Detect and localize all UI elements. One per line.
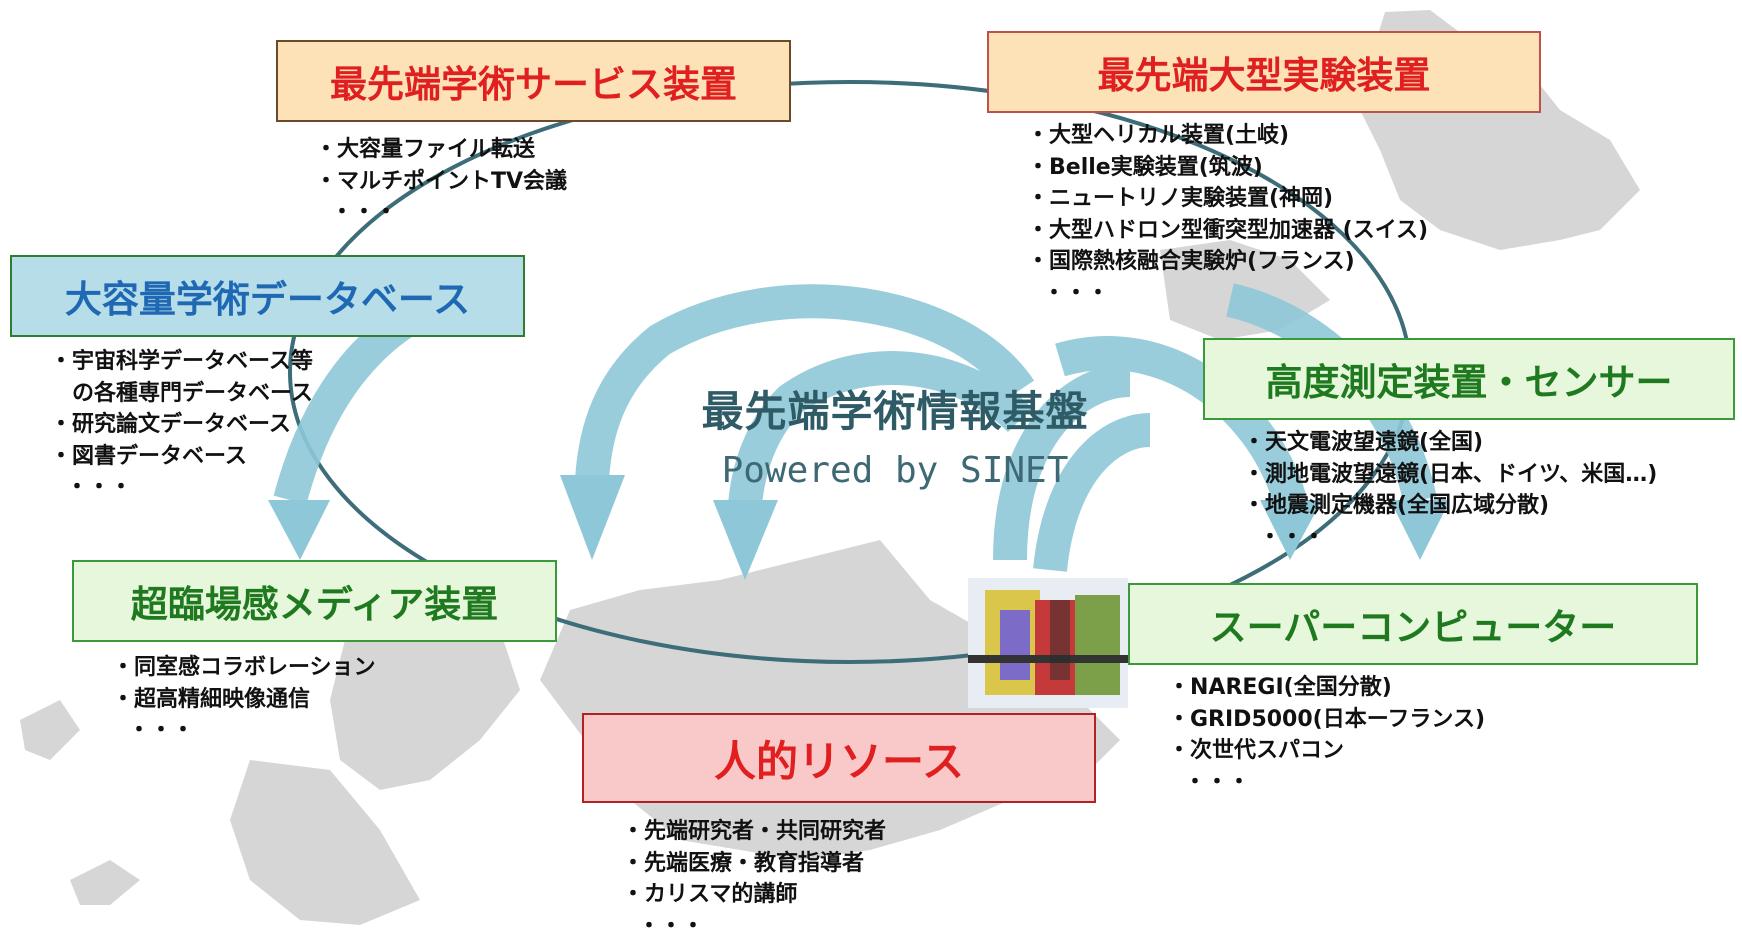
node-human-list: ・先端研究者・共同研究者 ・先端医療・教育指導者 ・カリスマ的講師 ・・・ xyxy=(622,816,886,942)
list-item: ・超高精細映像通信 xyxy=(112,684,376,716)
list-item: ・先端研究者・共同研究者 xyxy=(622,816,886,848)
detector-image xyxy=(968,578,1128,708)
node-service-list: ・大容量ファイル転送 ・マルチポイントTV会議 ・・・ xyxy=(315,134,567,229)
node-media-list: ・同室感コラボレーション ・超高精細映像通信 ・・・ xyxy=(112,652,376,747)
list-item: ・GRID5000(日本ーフランス) xyxy=(1168,704,1485,736)
list-item: ・天文電波望遠鏡(全国) xyxy=(1243,427,1657,459)
list-item: ・・・ xyxy=(1243,522,1657,554)
node-database-box: 大容量学術データベース xyxy=(10,255,525,337)
node-human-label: 人的リソース xyxy=(714,728,964,789)
node-supercomputer-label: スーパーコンピューター xyxy=(1210,597,1617,651)
node-service-label: 最先端学術サービス装置 xyxy=(330,54,737,108)
list-item: ・次世代スパコン xyxy=(1168,735,1485,767)
node-supercomputer-box: スーパーコンピューター xyxy=(1128,583,1698,665)
node-supercomputer-list: ・NAREGI(全国分散) ・GRID5000(日本ーフランス) ・次世代スパコ… xyxy=(1168,672,1485,798)
node-sensor-list: ・天文電波望遠鏡(全国) ・測地電波望遠鏡(日本、ドイツ、米国…) ・地震測定機… xyxy=(1243,427,1657,553)
list-item: ・・・ xyxy=(1027,278,1428,310)
list-item: ・大型ハドロン型衝突型加速器 (スイス) xyxy=(1027,215,1428,247)
list-item: ・同室感コラボレーション xyxy=(112,652,376,684)
node-experiment-label: 最先端大型実験装置 xyxy=(1098,45,1431,99)
list-item: ・ニュートリノ実験装置(神岡) xyxy=(1027,183,1428,215)
node-media-box: 超臨場感メディア装置 xyxy=(72,560,557,642)
list-item: ・大容量ファイル転送 xyxy=(315,134,567,166)
list-item: ・・・ xyxy=(50,472,313,504)
list-item: ・カリスマ的講師 xyxy=(622,879,886,911)
center-title: 最先端学術情報基盤 xyxy=(640,378,1150,439)
list-item: ・マルチポイントTV会議 xyxy=(315,166,567,198)
list-item: ・Belle実験装置(筑波) xyxy=(1027,152,1428,184)
map-island-northwest xyxy=(20,700,80,760)
list-item: ・・・ xyxy=(112,715,376,747)
map-island-west xyxy=(70,860,140,905)
list-item: ・大型ヘリカル装置(土岐) xyxy=(1027,120,1428,152)
list-item: ・・・ xyxy=(622,911,886,942)
list-item: ・国際熱核融合実験炉(フランス) xyxy=(1027,246,1428,278)
node-human-box: 人的リソース xyxy=(582,713,1096,803)
list-item: ・測地電波望遠鏡(日本、ドイツ、米国…) xyxy=(1243,459,1657,491)
node-sensor-box: 高度測定装置・センサー xyxy=(1203,338,1735,420)
center-subtitle: Powered by SINET xyxy=(640,450,1150,491)
node-media-label: 超臨場感メディア装置 xyxy=(131,574,498,628)
list-item: の各種専門データベース xyxy=(50,378,313,410)
node-database-label: 大容量学術データベース xyxy=(65,269,470,323)
list-item: ・研究論文データベース xyxy=(50,409,313,441)
node-sensor-label: 高度測定装置・センサー xyxy=(1266,352,1673,406)
list-item: ・先端医療・教育指導者 xyxy=(622,848,886,880)
arrowhead-media xyxy=(268,500,330,560)
list-item: ・宇宙科学データベース等 xyxy=(50,346,313,378)
node-experiment-box: 最先端大型実験装置 xyxy=(987,31,1541,113)
list-item: ・・・ xyxy=(315,197,567,229)
arrowhead-center-left xyxy=(560,475,625,560)
list-item: ・・・ xyxy=(1168,767,1485,799)
node-database-list: ・宇宙科学データベース等 の各種専門データベース ・研究論文データベース ・図書… xyxy=(50,346,313,504)
list-item: ・図書データベース xyxy=(50,441,313,473)
list-item: ・地震測定機器(全国広域分散) xyxy=(1243,490,1657,522)
list-item: ・NAREGI(全国分散) xyxy=(1168,672,1485,704)
node-service-box: 最先端学術サービス装置 xyxy=(276,40,791,122)
node-experiment-list: ・大型ヘリカル装置(土岐) ・Belle実験装置(筑波) ・ニュートリノ実験装置… xyxy=(1027,120,1428,309)
